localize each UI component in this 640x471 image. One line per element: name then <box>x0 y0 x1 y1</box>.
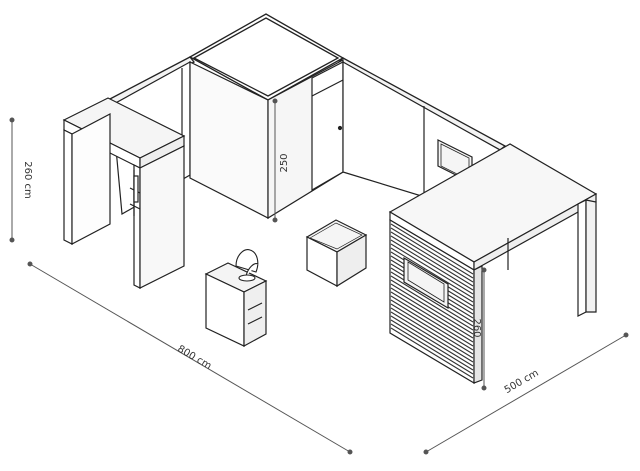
back-wall-top-rail <box>106 13 507 151</box>
dim-height-corner <box>272 98 278 223</box>
slat <box>390 299 474 351</box>
dim-label-length-front: 800 cm <box>175 344 213 372</box>
slat-wall-screen <box>403 256 449 310</box>
left-portal <box>62 97 186 289</box>
slat <box>390 295 474 347</box>
slat <box>390 327 474 379</box>
slat <box>390 235 474 287</box>
dim-label-depth-right: 500 cm <box>503 368 541 396</box>
slat <box>390 227 474 279</box>
slat <box>390 275 474 327</box>
slat <box>390 243 474 295</box>
dim-label-height-left: 260 cm <box>22 161 33 199</box>
dim-height-left <box>9 117 15 243</box>
dim-label-height-right: 260 <box>471 318 482 337</box>
slat <box>390 291 474 343</box>
slat <box>390 303 474 355</box>
reception-counter <box>204 262 268 348</box>
slat <box>390 279 474 331</box>
dim-depth-right <box>423 332 629 455</box>
slat <box>390 283 474 335</box>
slat <box>390 287 474 339</box>
corner-storage-room <box>189 59 344 220</box>
slat <box>390 247 474 299</box>
dim-height-right <box>481 267 487 391</box>
slat <box>390 315 474 367</box>
slat <box>390 307 474 359</box>
right-portal <box>388 143 598 317</box>
slat <box>390 323 474 375</box>
slat <box>390 311 474 363</box>
slat <box>390 231 474 283</box>
cube-stool <box>305 219 368 288</box>
dim-label-height-corner: 250 <box>279 153 290 172</box>
desk-lamp <box>235 249 259 282</box>
slat <box>390 319 474 371</box>
slat <box>390 239 474 291</box>
slat <box>390 223 474 275</box>
storage-door <box>311 61 344 192</box>
dim-length-front <box>27 261 353 455</box>
